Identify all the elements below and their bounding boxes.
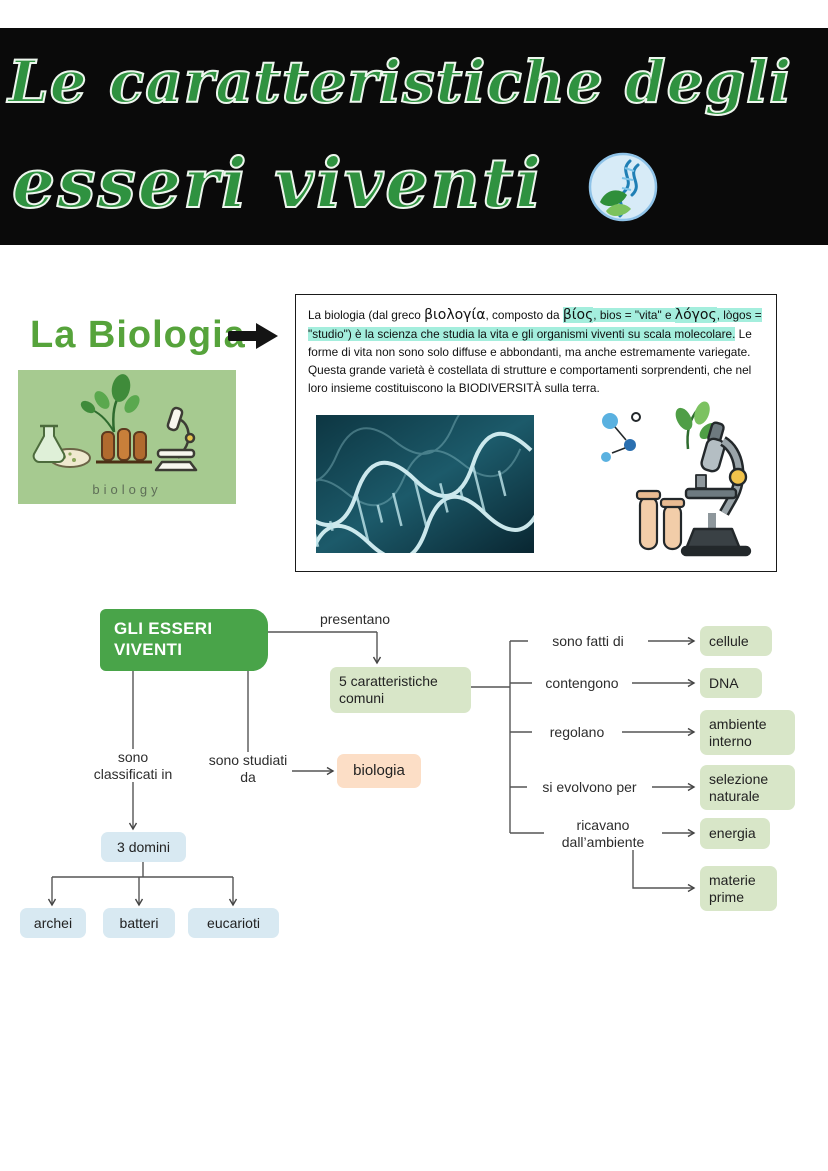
node-eucarioti: eucarioti bbox=[188, 908, 279, 938]
greek-term-highlighted: βίος bbox=[562, 307, 594, 323]
edge-label-ricavano-dallambiente: ricavano dall’ambiente bbox=[544, 817, 662, 851]
node-archei: archei bbox=[20, 908, 86, 938]
node-materie-prime: materie prime bbox=[700, 866, 777, 911]
greek-term: βιολογία bbox=[424, 307, 486, 323]
biology-definition-text: La biologia (dal greco βιολογία, compost… bbox=[296, 295, 776, 398]
biology-illustration bbox=[32, 374, 198, 472]
biology-caption: biology bbox=[92, 482, 162, 497]
highlighted-text: , bios = "vita" e bbox=[593, 308, 675, 322]
edge-label-presentano: presentano bbox=[310, 611, 400, 628]
page-title-line2: esseri viventi bbox=[11, 143, 544, 225]
text-segment: La biologia (dal greco bbox=[308, 308, 425, 322]
microscope-illustration bbox=[601, 401, 752, 557]
edge-label-sono-fatti-di: sono fatti di bbox=[528, 633, 648, 650]
dna-photo bbox=[316, 415, 534, 553]
node-ambiente-interno: ambiente interno bbox=[700, 710, 795, 755]
text-segment: Le forme di vita non sono solo diffuse e… bbox=[308, 327, 752, 396]
node-dna: DNA bbox=[700, 668, 762, 698]
text-segment: , composto da bbox=[485, 308, 563, 322]
biology-illustration-card: biology bbox=[18, 370, 236, 504]
edge-label-sono-classificati-in: sono classificati in bbox=[92, 749, 174, 783]
page-title-line1: Le caratteristiche degli bbox=[7, 47, 793, 117]
node-cellule: cellule bbox=[700, 626, 772, 656]
node-energia: energia bbox=[700, 818, 770, 849]
biology-definition-box: La biologia (dal greco βιολογία, compost… bbox=[295, 294, 777, 572]
right-arrow-icon bbox=[228, 323, 278, 349]
edge-label-contengono: contengono bbox=[532, 675, 632, 692]
node-3-domini: 3 domini bbox=[101, 832, 186, 862]
section-title: La Biologia bbox=[30, 314, 246, 356]
dna-leaf-logo bbox=[588, 152, 658, 222]
node-batteri: batteri bbox=[103, 908, 175, 938]
edge-label-sono-studiati-da: sono studiati da bbox=[206, 752, 290, 786]
node-gli-esseri-viventi: GLI ESSERI VIVENTI bbox=[100, 609, 268, 671]
edge-label-si-evolvono-per: si evolvono per bbox=[527, 779, 652, 796]
header-banner: Le caratteristiche degli esseri viventi bbox=[0, 28, 828, 245]
greek-term-highlighted: λόγος bbox=[674, 307, 717, 323]
node-selezione-naturale: selezione naturale bbox=[700, 765, 795, 810]
edge-label-regolano: regolano bbox=[532, 724, 622, 741]
node-5-caratteristiche: 5 caratteristiche comuni bbox=[330, 667, 471, 713]
node-biologia: biologia bbox=[337, 754, 421, 788]
